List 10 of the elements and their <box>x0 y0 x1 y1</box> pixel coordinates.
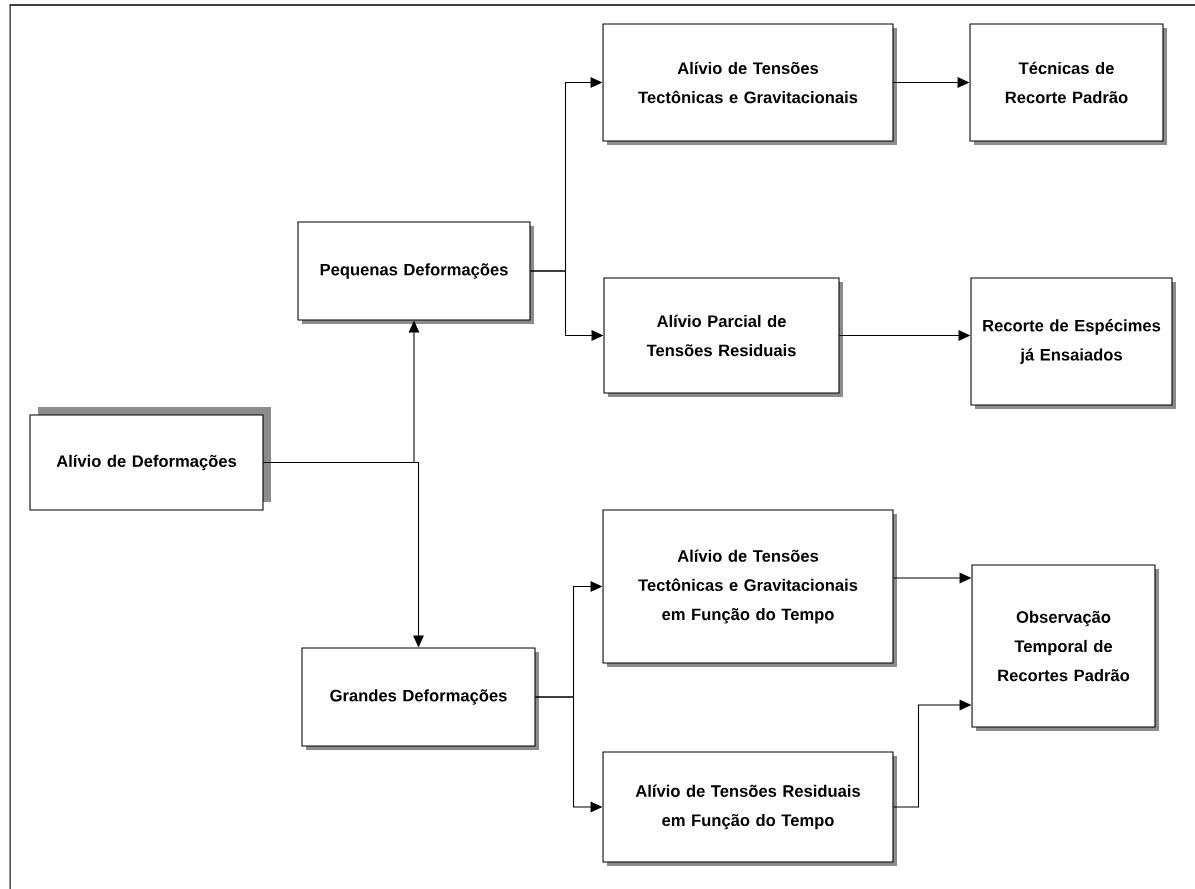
process-box: Alívio de Tensões Residuais em Função do Tempo <box>602 751 897 866</box>
process-box: Alívio Parcial de Tensões Residuais <box>603 277 843 397</box>
process-box: Observação Temporal de Recortes Padrão <box>971 564 1159 731</box>
process-box: Pequenas Deformações <box>297 221 534 324</box>
process-box: Recorte de Espécimes já Ensaiados <box>970 277 1176 409</box>
process-box: Alívio de Tensões Tectônicas e Gravitacionais em Função do Tempo <box>602 509 897 667</box>
process-box: Alívio de Tensões Tectônicas e Gravitacionais <box>602 23 897 145</box>
process-box: Grandes Deformações <box>301 647 539 750</box>
process-box: Alívio de Deformações <box>29 407 271 511</box>
process-box: Técnicas de Recorte Padrão <box>969 23 1167 145</box>
